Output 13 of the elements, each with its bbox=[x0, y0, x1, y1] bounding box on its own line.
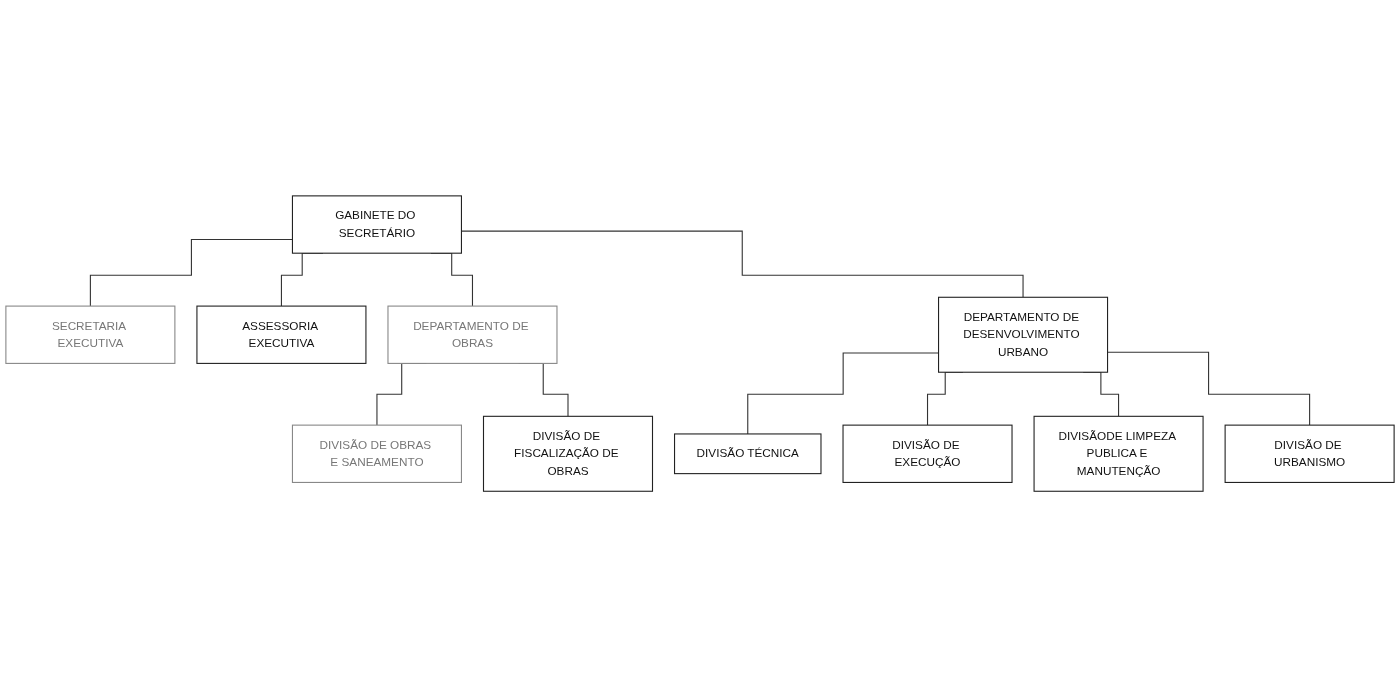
node-box: DEPARTAMENTO DE OBRAS bbox=[387, 305, 558, 365]
node-box: DIVISÃO TÉCNICA bbox=[674, 433, 822, 475]
connector bbox=[89, 239, 293, 308]
node-box: DIVISÃO DE FISCALIZAÇÃO DE OBRAS bbox=[482, 416, 654, 493]
node-box: DEPARTAMENTO DE DESENVOLVIMENTO URBANO bbox=[938, 297, 1109, 374]
node-box: ASSESSORIA EXECUTIVA bbox=[196, 305, 367, 365]
node-box: DIVISÃO DE EXECUÇÃO bbox=[842, 425, 1013, 484]
node-box: GABINETE DO SECRETÁRIO bbox=[291, 195, 462, 255]
connector bbox=[1107, 352, 1311, 427]
node-box: DIVISÃO DE OBRAS E SANEAMENTO bbox=[291, 425, 462, 484]
node-box: DIVISÃO DE URBANISMO bbox=[1224, 425, 1395, 484]
node-box: DIVISÃODE LIMPEZA PUBLICA E MANUTENÇÃO bbox=[1033, 416, 1204, 493]
node-box: SECRETARIA EXECUTIVA bbox=[5, 305, 176, 365]
